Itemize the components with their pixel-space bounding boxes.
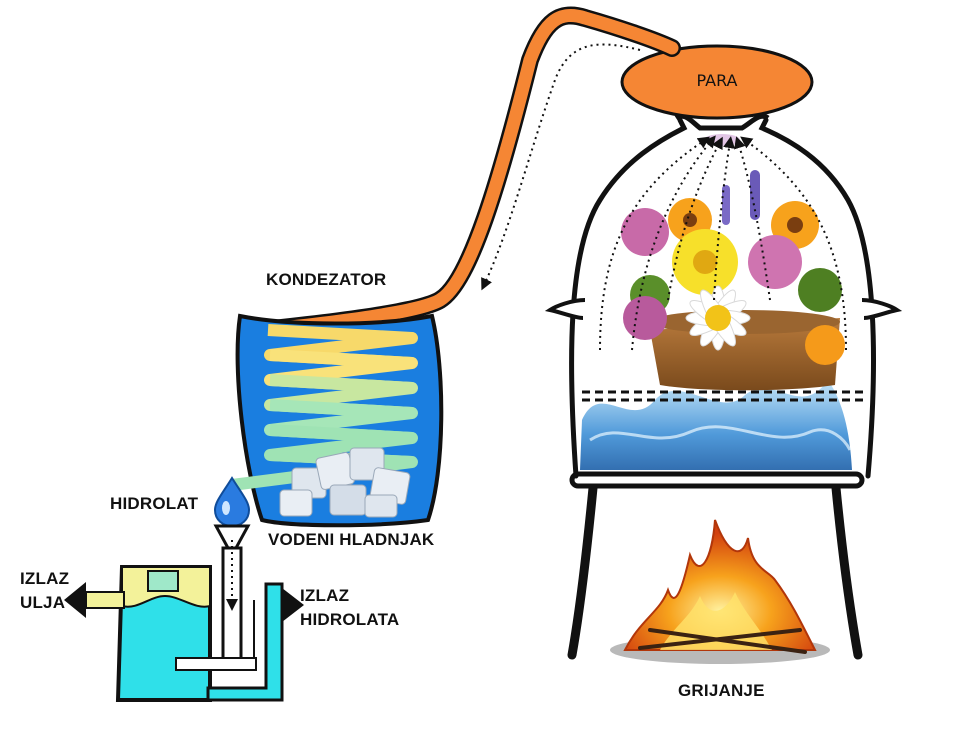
hydrolat-outlet-label-line2: HIDROLATA (300, 610, 400, 629)
oil-outlet-label-line1: IZLAZ (20, 569, 70, 588)
ice-cubes-icon (279, 447, 411, 518)
water-cooler (231, 313, 444, 528)
still-water (580, 380, 852, 470)
still-base (569, 471, 865, 489)
hydrolat-outlet-label-line1: IZLAZ (300, 586, 350, 605)
hydrolat-label: HIDROLAT (110, 494, 199, 513)
still-vessel (544, 113, 903, 660)
steam-chamber (620, 44, 814, 120)
steam-flow-arrows (599, 135, 847, 351)
condenser-label: KONDEZATOR (266, 270, 387, 289)
heating-label: GRIJANJE (678, 681, 765, 700)
still-dome (569, 117, 876, 479)
oil-separator (85, 565, 284, 702)
flowers-icon (621, 170, 845, 391)
hydrolat-tube (213, 524, 251, 668)
oil-outlet-label-line2: ULJA (20, 593, 66, 612)
arrow-left-icon (64, 582, 86, 618)
still-handle-left (544, 298, 586, 320)
still-handle-right (861, 298, 903, 320)
arrow-right-icon (282, 588, 304, 622)
water-cooler-label: VODENI HLADNJAK (268, 530, 435, 549)
still-stand (567, 483, 863, 660)
steam-label: PARA (696, 71, 738, 90)
fire-icon (610, 519, 830, 664)
